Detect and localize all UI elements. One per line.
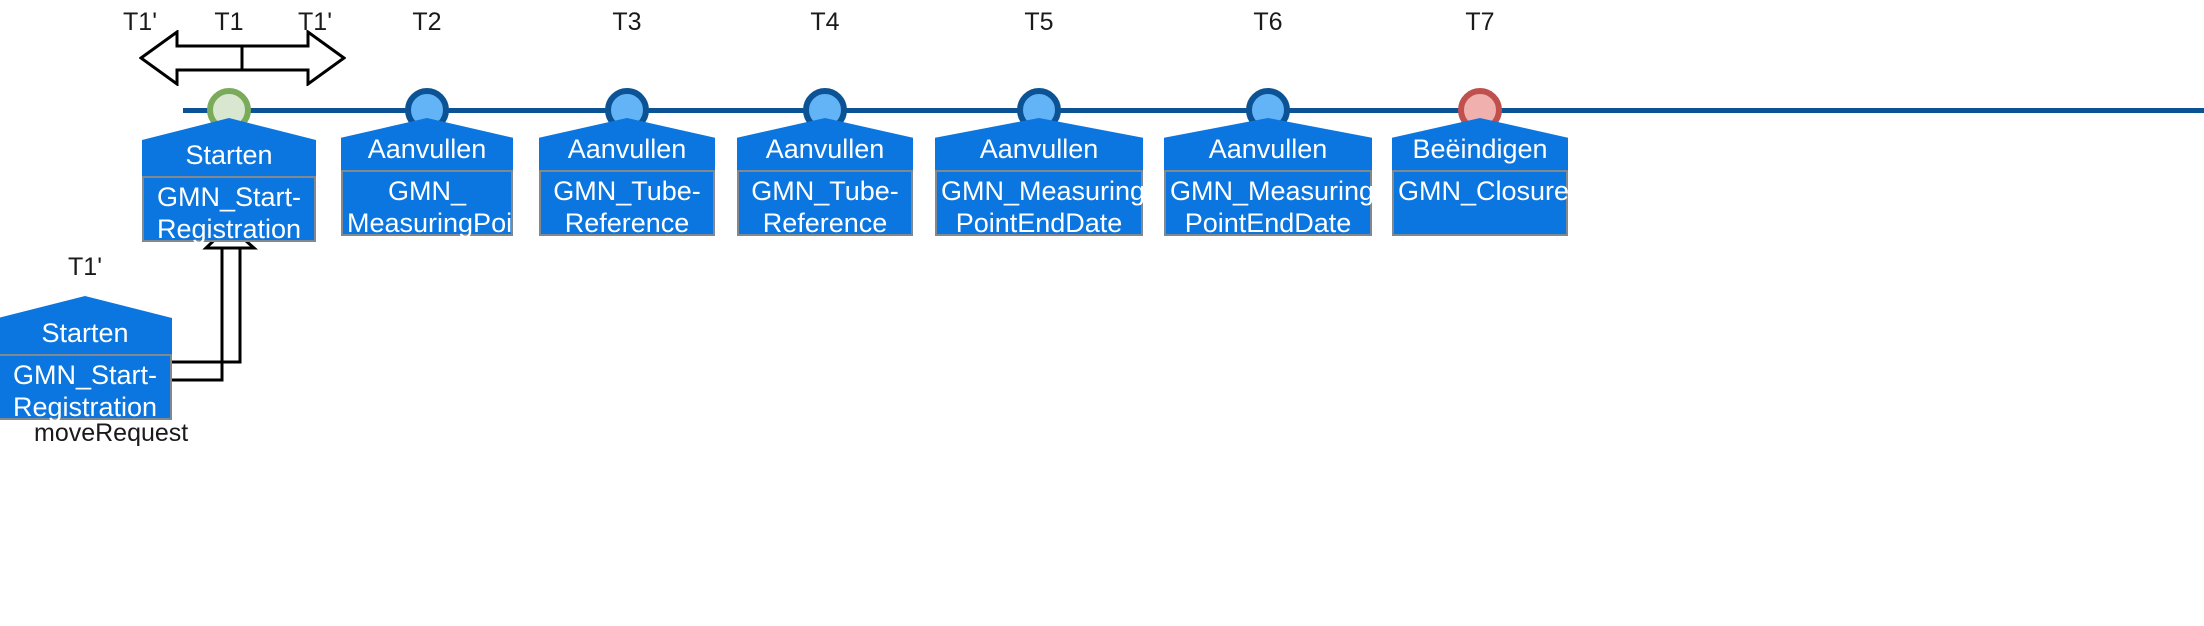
card-t7[interactable]: Beëindigen GMN_Closure: [1392, 118, 1569, 236]
card-t1[interactable]: Starten GMN_Start- Registration: [142, 118, 316, 244]
time-label-t7: T7: [1465, 8, 1495, 36]
arrow-right-icon: [240, 30, 346, 86]
card-message-label: GMN_Measuring- PointEndDate: [1164, 170, 1383, 238]
card-message-label: GMN_Closure: [1392, 170, 1569, 236]
card-message-label: GMN_Start- Registration: [142, 176, 316, 244]
card-t3[interactable]: Aanvullen GMN_Tube- Reference: [539, 118, 715, 238]
time-label-t4: T4: [810, 8, 840, 36]
time-label-t6: T6: [1253, 8, 1283, 36]
card-t2[interactable]: Aanvullen GMN_ MeasuringPoint: [341, 118, 535, 238]
card-action-label: Aanvullen: [539, 118, 715, 170]
time-label-t1-prime-left: T1': [123, 8, 157, 36]
card-message-label: GMN_Tube- Reference: [737, 170, 913, 238]
card-message-label: GMN_Tube- Reference: [539, 170, 715, 238]
time-label-t1: T1: [214, 8, 244, 36]
time-label-t5: T5: [1024, 8, 1054, 36]
timeline-axis: [183, 108, 2204, 113]
card-action-label: Starten: [0, 296, 172, 354]
card-action-label: Aanvullen: [341, 118, 513, 170]
card-action-label: Beëindigen: [1392, 118, 1568, 170]
card-action-label: Aanvullen: [737, 118, 913, 170]
card-action-label: Aanvullen: [1164, 118, 1372, 170]
card-t6[interactable]: Aanvullen GMN_Measuring- PointEndDate: [1164, 118, 1383, 238]
time-label-t3: T3: [612, 8, 642, 36]
card-message-label: GMN_Start- Registration: [0, 354, 172, 422]
card-t5[interactable]: Aanvullen GMN_Measuring- PointEndDate: [935, 118, 1154, 238]
time-label-t1-prime-right: T1': [298, 8, 332, 36]
move-request-label: moveRequest: [34, 419, 189, 447]
card-action-label: Starten: [142, 118, 316, 176]
card-t4[interactable]: Aanvullen GMN_Tube- Reference: [737, 118, 913, 238]
card-action-label: Aanvullen: [935, 118, 1143, 170]
time-label-t1-prime-lower: T1': [68, 253, 102, 281]
card-message-label: GMN_ MeasuringPoint: [341, 170, 535, 238]
card-move-request[interactable]: Starten GMN_Start- Registration: [0, 296, 172, 422]
card-message-label: GMN_Measuring- PointEndDate: [935, 170, 1154, 238]
time-label-t2: T2: [412, 8, 442, 36]
